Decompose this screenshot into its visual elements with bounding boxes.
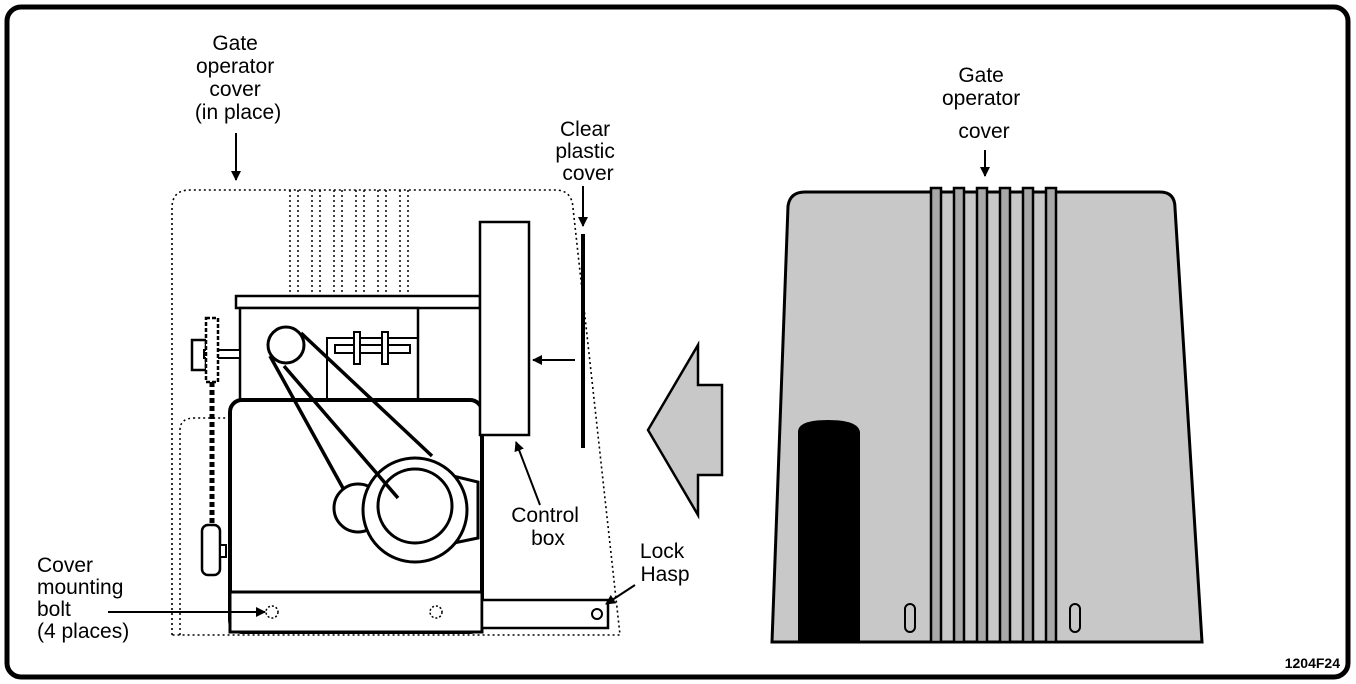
belt-left (268, 355, 346, 491)
belt-right (299, 331, 434, 458)
label-cover-in-place: Gate operator cover (in place) (195, 32, 281, 124)
small-pulley (266, 325, 306, 365)
inner-dotted-outline (179, 417, 235, 635)
arrow-lock-hasp (605, 584, 636, 605)
cover-outline-dotted (171, 189, 621, 636)
leader-arrows (108, 133, 990, 617)
control-box (478, 220, 531, 437)
top-plate (234, 294, 482, 310)
assembly-direction-arrow (646, 340, 724, 520)
cover-slot-right (1069, 603, 1081, 633)
label-control-box: Control box (511, 504, 585, 550)
label-cover-right: Gate operator cover (942, 64, 1026, 143)
operator-assembly (171, 189, 621, 636)
cover-view (770, 186, 1204, 644)
label-lock-hasp: Lock Hasp (640, 540, 690, 586)
mounting-bolts (265, 605, 443, 619)
sprocket (204, 316, 220, 384)
cover-ribs (929, 186, 1058, 644)
lock-hasp-bar (480, 598, 610, 630)
label-cover-mounting-bolt: Cover mounting bolt (4 places) (37, 554, 129, 643)
arrow-control-box-label (514, 441, 541, 506)
cover-opening (798, 420, 860, 642)
chain-weight (200, 523, 222, 577)
lock-hasp-hole (591, 608, 603, 620)
label-clear-plastic-cover: Clear plastic cover (555, 118, 620, 185)
figure-code: 1204F24 (1285, 655, 1340, 671)
cover-slot-left (904, 603, 916, 633)
shaft (334, 344, 411, 354)
large-pulley-hub (376, 467, 454, 545)
